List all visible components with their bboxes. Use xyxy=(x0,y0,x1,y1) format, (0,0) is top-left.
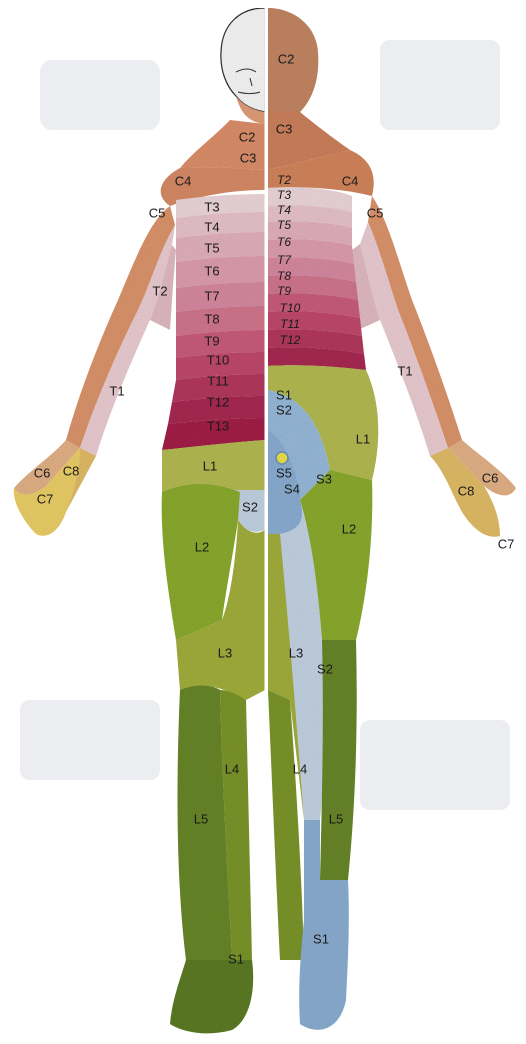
label-left-l1: L1 xyxy=(203,458,217,473)
label-left-t6: T6 xyxy=(204,263,219,278)
label-left-s1: S1 xyxy=(228,951,244,966)
label-left-t10: T10 xyxy=(207,352,229,367)
label-right-l4: L4 xyxy=(293,761,307,776)
label-right-t12: T12 xyxy=(280,333,301,347)
label-right-t7: T7 xyxy=(277,253,292,267)
label-left-t1: T1 xyxy=(109,383,124,398)
dermatome-left-c5 xyxy=(66,206,175,448)
label-left-t9: T9 xyxy=(204,333,219,348)
label-right-t11: T11 xyxy=(280,317,300,331)
label-right-c8: C8 xyxy=(458,483,475,498)
label-right-t1: T1 xyxy=(397,363,412,378)
label-left-c5: C5 xyxy=(149,205,166,220)
label-right-s5: S5 xyxy=(276,465,292,480)
label-right-t9: T9 xyxy=(277,284,291,298)
label-left-l2: L2 xyxy=(195,539,209,554)
label-right-l3: L3 xyxy=(289,645,303,660)
label-right-s1-foot: S1 xyxy=(313,931,329,946)
label-right-l5: L5 xyxy=(329,811,343,826)
label-left-l4: L4 xyxy=(225,761,239,776)
label-right-l1: L1 xyxy=(356,431,370,446)
label-left-t7: T7 xyxy=(204,288,219,303)
label-right-c5: C5 xyxy=(367,205,384,220)
label-right-t10: T10 xyxy=(280,301,301,315)
label-left-l5: L5 xyxy=(194,811,208,826)
label-left-c6: C6 xyxy=(34,465,51,480)
label-left-c4: C4 xyxy=(175,173,192,188)
label-right-s4: S4 xyxy=(284,481,300,496)
head-left-outline xyxy=(221,8,265,112)
label-left-t12: T12 xyxy=(207,394,229,409)
label-right-s1: S1 xyxy=(276,387,292,402)
label-right-s2: S2 xyxy=(276,402,292,417)
label-right-t3: T3 xyxy=(277,188,291,202)
label-left-t13: T13 xyxy=(207,418,229,433)
label-left-s2: S2 xyxy=(242,499,258,514)
label-right-s2-leg: S2 xyxy=(317,661,333,676)
label-left-c7: C7 xyxy=(37,491,54,506)
label-left-c8: C8 xyxy=(63,463,80,478)
label-right-t6: T6 xyxy=(277,235,291,249)
label-right-t5: T5 xyxy=(277,218,291,232)
label-left-c2: C2 xyxy=(239,129,256,144)
label-left-t4: T4 xyxy=(204,219,219,234)
label-left-t11: T11 xyxy=(207,373,228,388)
label-right-c3: C3 xyxy=(276,121,293,136)
label-right-t2: T2 xyxy=(277,173,291,187)
label-left-c3: C3 xyxy=(240,150,257,165)
label-left-t8: T8 xyxy=(204,311,219,326)
label-right-s3: S3 xyxy=(316,471,332,486)
label-left-t5: T5 xyxy=(204,240,219,255)
dermatome-right-s5-dot xyxy=(276,452,288,464)
label-right-c2: C2 xyxy=(278,51,295,66)
dermatome-left-t1 xyxy=(80,225,175,456)
label-left-t3: T3 xyxy=(204,199,219,214)
label-left-l3: L3 xyxy=(218,645,232,660)
label-right-t4: T4 xyxy=(277,203,291,217)
label-right-c7: C7 xyxy=(498,536,515,551)
label-right-c6: C6 xyxy=(482,470,499,485)
dermatome-left-s1-foot xyxy=(170,960,253,1033)
label-right-t8: T8 xyxy=(277,269,291,283)
label-right-l2: L2 xyxy=(342,521,356,536)
label-left-t2: T2 xyxy=(152,283,167,298)
label-right-c4: C4 xyxy=(342,173,359,188)
